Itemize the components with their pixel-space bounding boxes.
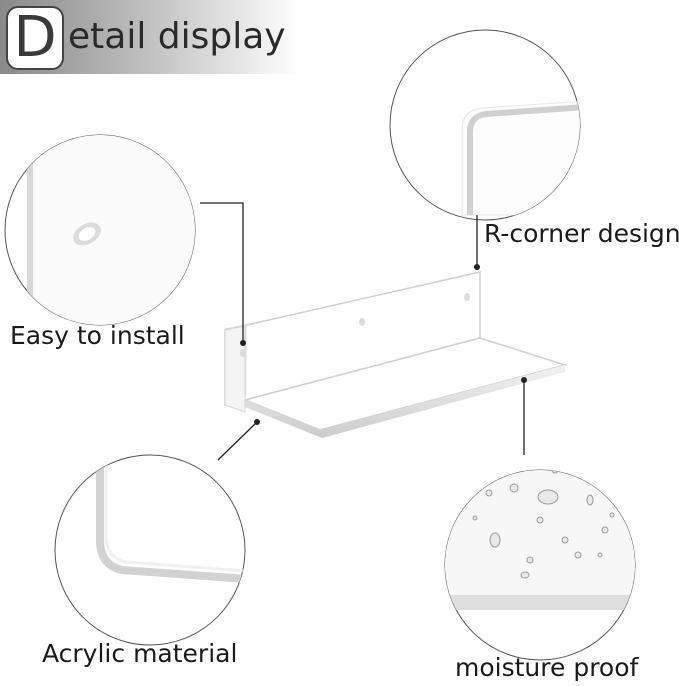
corner-detail-circle (389, 29, 581, 221)
leader-dots (240, 264, 527, 425)
easy-install-label: Easy to install (10, 321, 185, 350)
screw-hole-icon (240, 349, 246, 357)
title-first-letter: D (13, 5, 57, 70)
page-title: etail display (68, 16, 286, 57)
floating-shelf (224, 271, 568, 438)
install-detail-circle (4, 134, 196, 326)
leader-lines (200, 202, 525, 461)
screw-hole-icon (359, 318, 365, 326)
screw-hole-icon (464, 293, 470, 301)
acrylic-detail-circle (54, 454, 246, 646)
r-corner-label: R-corner design (484, 219, 679, 248)
moisture-proof-label: moisture proof (455, 653, 639, 682)
title-letter-frame (6, 6, 64, 70)
moisture-detail-circle (444, 469, 636, 661)
acrylic-material-label: Acrylic material (42, 639, 238, 668)
